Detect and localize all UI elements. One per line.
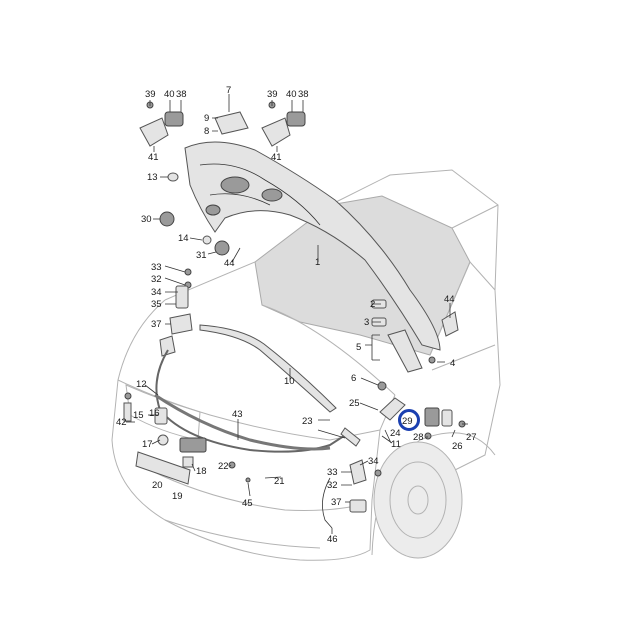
callout-11: 11 bbox=[391, 439, 401, 450]
roof-line bbox=[329, 169, 499, 291]
callout-37: 37 bbox=[151, 319, 162, 330]
callout-32: 32 bbox=[327, 480, 338, 491]
callout-39: 39 bbox=[145, 89, 156, 100]
callout-3: 3 bbox=[364, 317, 369, 328]
callout-20: 20 bbox=[152, 480, 163, 491]
callout-40: 40 bbox=[286, 89, 297, 100]
callout-10: 10 bbox=[284, 376, 295, 387]
latch-assembly-left bbox=[159, 285, 193, 357]
leader-lines bbox=[126, 94, 468, 534]
callout-13: 13 bbox=[147, 172, 158, 183]
callout-41: 41 bbox=[148, 152, 159, 163]
callout-42: 42 bbox=[116, 417, 127, 428]
callout-12: 12 bbox=[136, 379, 147, 390]
callout-32: 32 bbox=[151, 274, 162, 285]
callout-6: 6 bbox=[351, 373, 356, 384]
lower-latch-parts bbox=[123, 392, 251, 485]
callout-18: 18 bbox=[196, 466, 207, 477]
callout-29: 29 bbox=[402, 416, 413, 427]
callout-21: 21 bbox=[274, 476, 285, 487]
callout-38: 38 bbox=[298, 89, 309, 100]
callout-26: 26 bbox=[452, 441, 463, 452]
callout-31: 31 bbox=[196, 250, 207, 261]
callout-16: 16 bbox=[149, 408, 160, 419]
front-seal bbox=[154, 393, 331, 451]
windshield bbox=[254, 195, 471, 356]
callout-23: 23 bbox=[302, 416, 313, 427]
highlight-ring-29 bbox=[398, 409, 420, 431]
callout-14: 14 bbox=[178, 233, 189, 244]
callout-35: 35 bbox=[151, 299, 162, 310]
callout-1: 1 bbox=[315, 257, 320, 268]
seal-strip-10 bbox=[199, 324, 337, 413]
callout-46: 46 bbox=[327, 534, 338, 545]
callout-9: 9 bbox=[204, 113, 209, 124]
callout-8: 8 bbox=[204, 126, 209, 137]
callout-45: 45 bbox=[242, 498, 253, 509]
callout-24: 24 bbox=[390, 428, 401, 439]
callout-28: 28 bbox=[413, 432, 424, 443]
callout-33: 33 bbox=[327, 467, 338, 478]
callout-40: 40 bbox=[164, 89, 175, 100]
car-body bbox=[111, 169, 501, 561]
callout-labels: 39 40 38 7 39 40 38 9 8 41 41 13 30 14 3… bbox=[116, 85, 477, 545]
callout-22: 22 bbox=[218, 461, 229, 472]
hood-panel bbox=[184, 141, 441, 351]
callout-30: 30 bbox=[141, 214, 152, 225]
callout-41: 41 bbox=[271, 152, 282, 163]
callout-34: 34 bbox=[368, 456, 379, 467]
gas-strut bbox=[371, 299, 459, 391]
callout-39: 39 bbox=[267, 89, 278, 100]
callout-38: 38 bbox=[176, 89, 187, 100]
callout-27: 27 bbox=[466, 432, 477, 443]
front-wheel bbox=[373, 441, 463, 559]
callout-44: 44 bbox=[224, 258, 235, 269]
callout-44: 44 bbox=[444, 294, 455, 305]
callout-25: 25 bbox=[349, 398, 360, 409]
hood-hinges bbox=[139, 111, 306, 147]
callout-33: 33 bbox=[151, 262, 162, 273]
callout-37: 37 bbox=[331, 497, 342, 508]
callout-15: 15 bbox=[133, 410, 144, 421]
callout-34: 34 bbox=[151, 287, 162, 298]
engine-bay-edge bbox=[164, 261, 396, 396]
side-body bbox=[454, 261, 501, 471]
callout-17: 17 bbox=[142, 439, 153, 450]
callout-2: 2 bbox=[370, 299, 375, 310]
callout-4: 4 bbox=[450, 358, 455, 369]
callout-43: 43 bbox=[232, 409, 243, 420]
callout-5: 5 bbox=[356, 342, 361, 353]
callout-19: 19 bbox=[172, 491, 183, 502]
callout-7: 7 bbox=[226, 85, 231, 96]
